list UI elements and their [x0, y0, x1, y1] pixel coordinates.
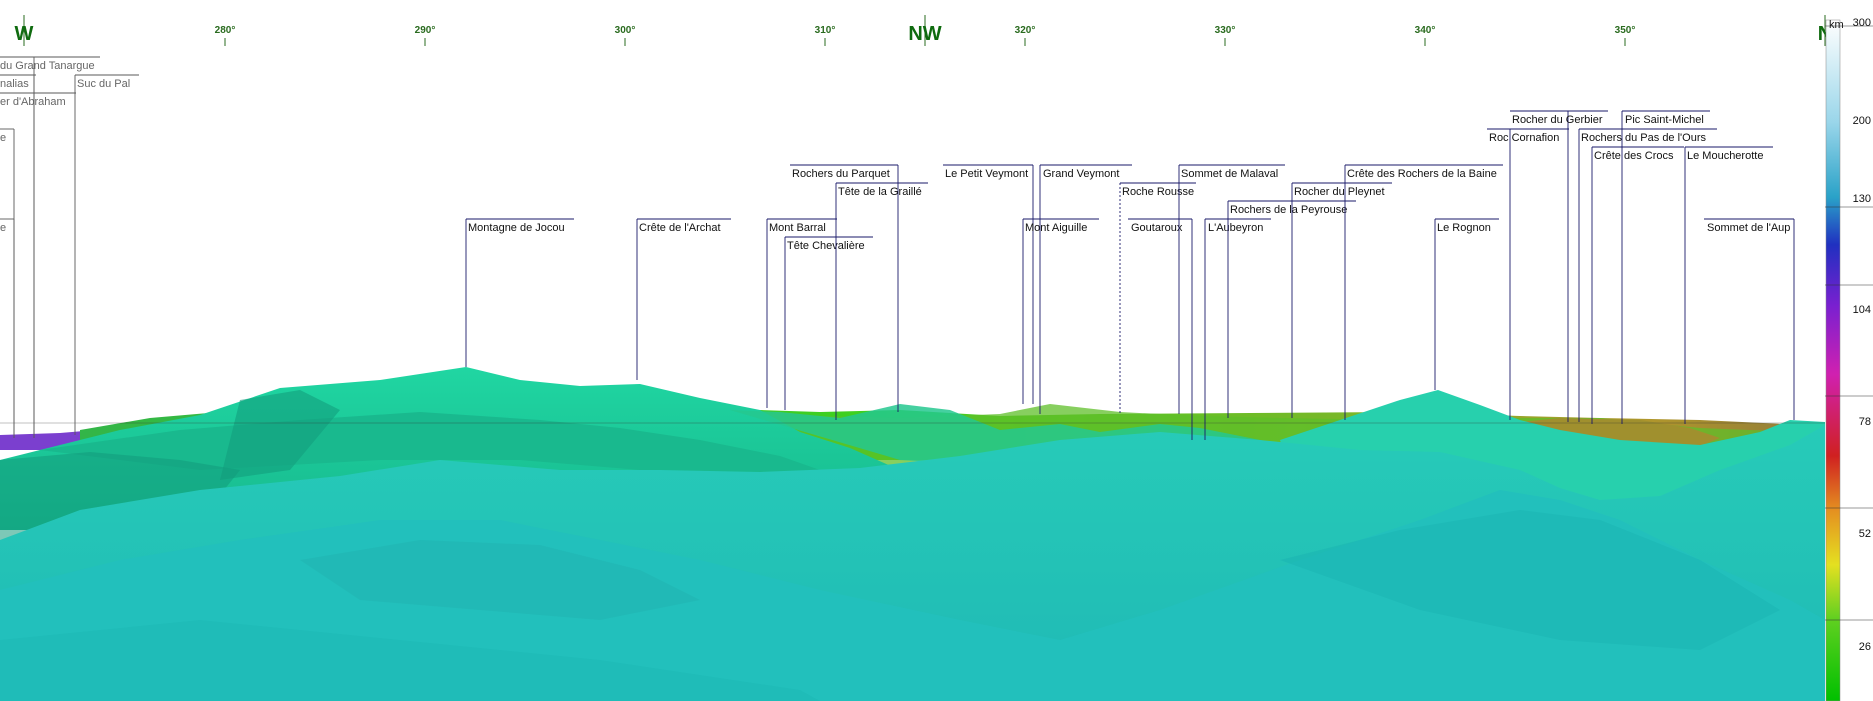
- peak-name: Crête des Rochers de la Baine: [1347, 168, 1497, 180]
- peak-label[interactable]: Crête des Rochers de la Baine: [1344, 164, 1503, 420]
- peak-label[interactable]: Roche Rousse: [1119, 182, 1196, 414]
- peak-name: e: [0, 222, 6, 234]
- peak-name: Grand Veymont: [1043, 168, 1119, 180]
- peak-name: nalias: [0, 78, 29, 90]
- peak-label[interactable]: Crête de l'Archat: [636, 218, 731, 380]
- peak-label[interactable]: Tête Chevalière: [784, 236, 873, 410]
- distance-scale-tick-label: 78: [1859, 416, 1871, 428]
- peak-name: L'Aubeyron: [1208, 222, 1263, 234]
- peak-label[interactable]: L'Aubeyron: [1204, 218, 1271, 440]
- near-hills: [0, 425, 1825, 701]
- peak-label[interactable]: Rocher du Gerbier: [1510, 110, 1608, 422]
- distance-scale-tick-label: 130: [1853, 193, 1871, 205]
- peak-label[interactable]: Rochers du Parquet: [790, 164, 899, 412]
- peak-label[interactable]: Grand Veymont: [1039, 164, 1132, 414]
- peak-label[interactable]: Montagne de Jocou: [465, 218, 574, 367]
- peak-label[interactable]: Tête de la Graillé: [835, 182, 928, 420]
- peak-label[interactable]: Suc du Pal: [74, 74, 139, 435]
- peak-name: Crête de l'Archat: [639, 222, 721, 234]
- peak-name: er d'Abraham: [0, 96, 66, 108]
- peak-name: Mont Barral: [769, 222, 826, 234]
- peak-name: Tête Chevalière: [787, 240, 865, 252]
- peak-labels: du Grand Tanargue nalias Suc du Pal er d'Ab…: [0, 56, 1795, 440]
- peak-label[interactable]: Sommet de l'Aup: [1704, 218, 1795, 420]
- peak-label[interactable]: Le Rognon: [1434, 218, 1499, 390]
- cardinal-label: W: [15, 23, 34, 45]
- peak-name: Rochers du Pas de l'Ours: [1581, 132, 1706, 144]
- distance-scale-unit: km: [1829, 19, 1844, 31]
- peak-label[interactable]: Rochers du Pas de l'Ours: [1578, 128, 1717, 422]
- peak-label[interactable]: du Grand Tanargue: [0, 56, 100, 438]
- degree-tick-label: 310°: [815, 25, 836, 36]
- peak-name: Suc du Pal: [77, 78, 130, 90]
- peak-label[interactable]: Mont Barral: [766, 218, 837, 408]
- peak-name: Le Petit Veymont: [945, 168, 1028, 180]
- peak-name: Crête des Crocs: [1594, 150, 1674, 162]
- degree-tick-label: 340°: [1415, 25, 1436, 36]
- peak-name: Rocher du Pleynet: [1294, 186, 1385, 198]
- distance-scale-tick-label: 200: [1853, 115, 1871, 127]
- peak-name: Rocher du Gerbier: [1512, 114, 1603, 126]
- peak-label[interactable]: Sommet de Malaval: [1178, 164, 1285, 414]
- peak-name: Sommet de l'Aup: [1707, 222, 1790, 234]
- peak-name: Rochers du Parquet: [792, 168, 890, 180]
- distance-scale-tick-label: 52: [1859, 528, 1871, 540]
- peak-label[interactable]: e: [0, 218, 15, 438]
- peak-name: Sommet de Malaval: [1181, 168, 1278, 180]
- peak-label[interactable]: Pic Saint-Michel: [1621, 110, 1710, 424]
- distance-scale-tick-label: 26: [1859, 641, 1871, 653]
- distance-scale: km 300 200 130 104 78 52 26: [1825, 17, 1873, 701]
- peak-name: Roc Cornafion: [1489, 132, 1559, 144]
- peak-name: Pic Saint-Michel: [1625, 114, 1704, 126]
- peak-label[interactable]: Le Petit Veymont: [943, 164, 1034, 404]
- distance-scale-bar: [1825, 19, 1841, 701]
- degree-tick-label: 330°: [1215, 25, 1236, 36]
- degree-tick-label: 320°: [1015, 25, 1036, 36]
- peak-name: Mont Aiguille: [1025, 222, 1087, 234]
- peak-name: Goutaroux: [1131, 222, 1183, 234]
- distance-scale-tick-label: 300: [1853, 17, 1871, 29]
- peak-name: e: [0, 132, 6, 144]
- degree-tick-label: 290°: [415, 25, 436, 36]
- peak-label[interactable]: Mont Aiguille: [1022, 218, 1099, 404]
- peak-name: Rochers de la Peyrouse: [1230, 204, 1347, 216]
- cardinal-label: NW: [908, 23, 941, 45]
- distance-scale-tick-label: 104: [1853, 304, 1871, 316]
- degree-tick-label: 280°: [215, 25, 236, 36]
- peak-label[interactable]: Le Moucherotte: [1684, 146, 1773, 424]
- peak-label[interactable]: Rocher du Pleynet: [1291, 182, 1392, 418]
- peak-name: Le Moucherotte: [1687, 150, 1763, 162]
- peak-label[interactable]: er d'Abraham: [0, 92, 76, 438]
- peak-label[interactable]: Roc Cornafion: [1487, 128, 1569, 420]
- peak-label[interactable]: Crête des Crocs: [1591, 146, 1684, 424]
- peak-name: Roche Rousse: [1122, 186, 1194, 198]
- peak-label[interactable]: Goutaroux: [1128, 218, 1193, 440]
- peak-name: Le Rognon: [1437, 222, 1491, 234]
- peak-name: Tête de la Graillé: [838, 186, 922, 198]
- peak-label[interactable]: e: [0, 128, 15, 438]
- peak-name: du Grand Tanargue: [0, 60, 95, 72]
- degree-tick-label: 300°: [615, 25, 636, 36]
- degree-tick-label: 350°: [1615, 25, 1636, 36]
- peak-name: Montagne de Jocou: [468, 222, 565, 234]
